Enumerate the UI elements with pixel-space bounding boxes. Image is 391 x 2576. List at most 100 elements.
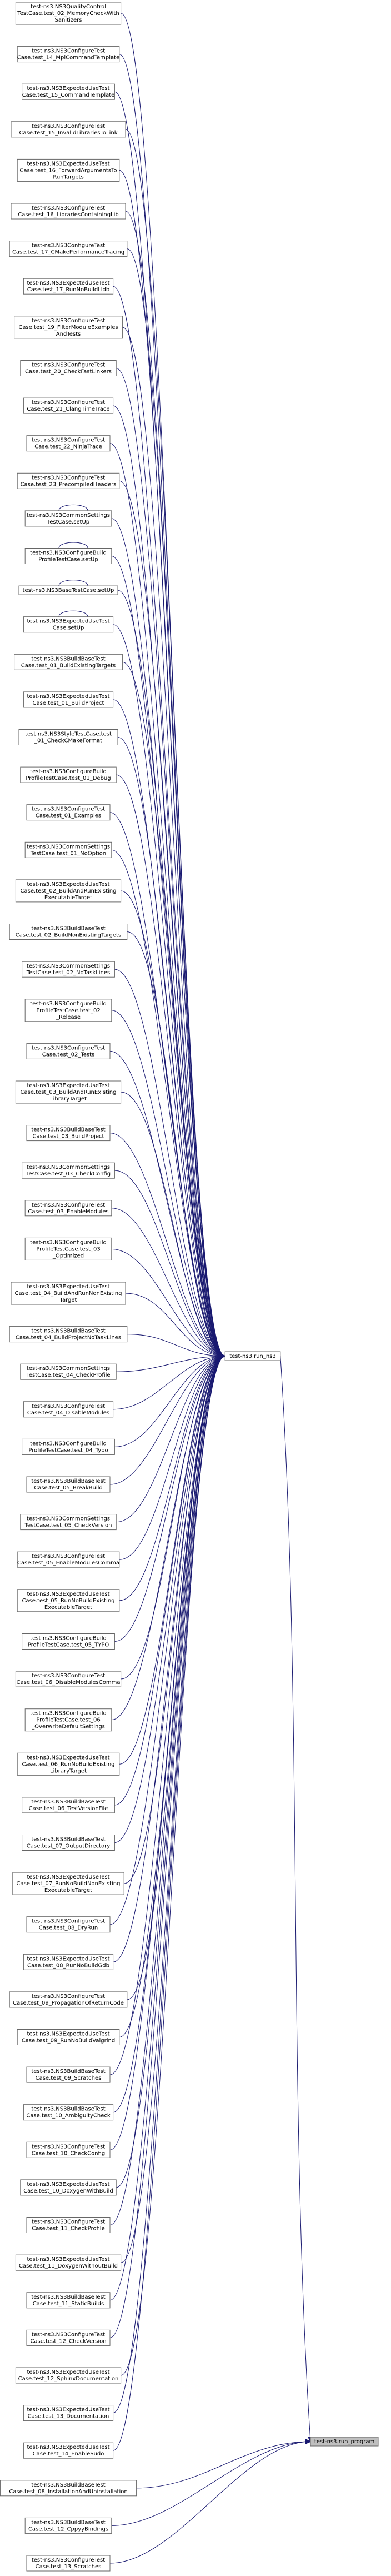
caller-node-box[interactable] [17,46,120,63]
caller-node[interactable]: test-ns3.NS3ConfigureBuildProfileTestCas… [24,999,112,1022]
caller-node-box[interactable] [26,2141,111,2158]
caller-node[interactable]: test-ns3.NS3ConfigureTestCase.test_05_En… [17,1551,120,1568]
caller-node[interactable]: test-ns3.NS3ExpectedUseTestCase.test_07_… [12,1872,124,1895]
caller-node[interactable]: test-ns3.NS3BuildBaseTestCase.test_07_Ou… [22,1835,115,1851]
caller-node-box[interactable] [9,1991,128,2008]
caller-node-box[interactable] [15,1671,122,1687]
caller-node[interactable]: test-ns3.NS3BuildBaseTestCase.test_10_Am… [23,2104,114,2121]
caller-node-box[interactable] [23,2405,114,2421]
caller-node-box[interactable] [15,879,122,903]
caller-node[interactable]: test-ns3.NS3ExpectedUseTestCase.test_04_… [11,1282,126,1305]
caller-node[interactable]: test-ns3.NS3ConfigureTestCase.test_02_Te… [26,1043,111,1059]
caller-node-box[interactable] [15,2367,122,2384]
caller-node-box[interactable] [14,316,123,339]
node-run_ns3[interactable]: test-ns3.run_ns3 [224,1351,281,1361]
caller-node[interactable]: test-ns3.NS3BaseTestCase.setUp [18,585,118,595]
caller-node[interactable]: test-ns3.NS3ExpectedUseTestCase.test_01_… [23,691,114,708]
caller-node-box[interactable] [22,961,115,978]
caller-node-box[interactable] [9,1326,128,1343]
caller-node[interactable]: test-ns3.NS3ExpectedUseTestCase.test_12_… [15,2367,122,2384]
caller-node-box[interactable] [23,2104,114,2121]
caller-node[interactable]: test-ns3.NS3StyleTestCase.test_01_CheckC… [18,729,118,745]
caller-node[interactable]: test-ns3.NS3ExpectedUseTestCase.test_02_… [15,879,122,903]
caller-node-box[interactable] [11,1282,126,1305]
caller-node-box[interactable] [22,1162,115,1179]
caller-node[interactable]: test-ns3.NS3ConfigureTestCase.test_20_Ch… [20,360,117,376]
caller-node-box[interactable] [15,2,122,25]
caller-node[interactable]: test-ns3.NS3ConfigureBuildProfileTestCas… [20,766,117,783]
caller-node-box[interactable] [20,360,117,376]
caller-node[interactable]: test-ns3.NS3BuildBaseTestCase.test_08_In… [0,2480,137,2497]
caller-node-box[interactable] [11,121,126,138]
caller-node[interactable]: test-ns3.NS3ConfigureTestCase.test_04_Di… [23,1401,114,1418]
caller-node-box[interactable] [18,585,118,595]
caller-node-box[interactable] [26,2066,111,2083]
caller-node[interactable]: test-ns3.NS3ExpectedUseTestCase.test_08_… [23,1954,114,1970]
caller-node[interactable]: test-ns3.NS3ConfigureTestCase.test_17_CM… [9,241,128,257]
caller-node[interactable]: test-ns3.NS3BuildBaseTestCase.test_01_Bu… [14,654,123,670]
caller-node[interactable]: test-ns3.NS3CommonSettingsTestCase.test_… [24,841,112,858]
caller-node[interactable]: test-ns3.NS3ExpectedUseTestCase.test_16_… [17,158,120,182]
caller-node[interactable]: test-ns3.NS3ExpectedUseTestCase.test_06_… [17,1752,120,1776]
caller-node-box[interactable] [23,278,114,295]
caller-node-box[interactable] [24,1200,112,1217]
caller-node-box[interactable] [9,241,128,257]
caller-node[interactable]: test-ns3.NS3ExpectedUseTestCase.test_17_… [23,278,114,295]
caller-node-box[interactable] [22,83,115,100]
caller-node-box[interactable] [11,203,126,220]
caller-node-box[interactable] [24,841,112,858]
caller-node[interactable]: test-ns3.NS3ExpectedUseTestCase.test_14_… [23,2442,114,2459]
caller-node[interactable]: test-ns3.NS3ConfigureBuildProfileTestCas… [22,1633,115,1650]
caller-node[interactable]: test-ns3.NS3ExpectedUseTestCase.test_09_… [17,2029,120,2045]
caller-node[interactable]: test-ns3.NS3ConfigureTestCase.test_10_Ch… [26,2141,111,2158]
caller-node[interactable]: test-ns3.NS3ConfigureTestCase.test_22_Ni… [26,435,111,452]
caller-node-box[interactable] [20,1514,117,1531]
caller-node-box[interactable] [15,1080,122,1104]
caller-node[interactable]: test-ns3.NS3ConfigureTestCase.test_03_En… [24,1200,112,1217]
caller-node[interactable]: test-ns3.NS3BuildBaseTestCase.test_09_Sc… [26,2066,111,2083]
caller-node-box[interactable] [23,616,114,633]
caller-node[interactable]: test-ns3.NS3ConfigureTestCase.test_12_Ch… [26,2329,111,2346]
caller-node[interactable]: test-ns3.NS3ConfigureTestCase.test_08_Dr… [26,1916,111,1933]
caller-node[interactable]: test-ns3.NS3ConfigureTestCase.test_23_Pr… [17,472,120,489]
caller-node[interactable]: test-ns3.NS3ConfigureTestCase.test_15_In… [11,121,126,138]
caller-node[interactable]: test-ns3.NS3BuildBaseTestCase.test_02_Bu… [9,924,128,940]
caller-node-box[interactable] [26,435,111,452]
caller-node[interactable]: test-ns3.NS3CommonSettingsTestCase.test_… [22,961,115,978]
caller-node-box[interactable] [24,1708,112,1732]
caller-node[interactable]: test-ns3.NS3ConfigureTestCase.test_16_Li… [11,203,126,220]
caller-node-box[interactable] [26,2292,111,2309]
caller-node-box[interactable] [24,548,112,564]
caller-node[interactable]: test-ns3.NS3ConfigureTestCase.test_19_Fi… [14,316,123,339]
caller-node[interactable]: test-ns3.NS3ConfigureBuildProfileTestCas… [24,1237,112,1260]
node-run_ns3-box[interactable] [224,1351,281,1361]
caller-node-box[interactable] [23,397,114,414]
caller-node[interactable]: test-ns3.NS3ConfigureTestCase.test_13_Sc… [26,2555,111,2572]
caller-node-box[interactable] [17,472,120,489]
caller-node-box[interactable] [22,1633,115,1650]
caller-node[interactable]: test-ns3.NS3CommonSettingsTestCase.test_… [20,1363,117,1380]
caller-node-box[interactable] [22,1797,115,1813]
caller-node-box[interactable] [18,729,118,745]
caller-node-box[interactable] [17,2029,120,2045]
caller-node[interactable]: test-ns3.NS3BuildBaseTestCase.test_05_Br… [26,1476,111,1493]
caller-node-box[interactable] [23,691,114,708]
caller-node[interactable]: test-ns3.NS3QualityControlTestCase.test_… [15,2,122,25]
caller-node-box[interactable] [26,1476,111,1493]
caller-node-box[interactable] [24,1237,112,1260]
caller-node[interactable]: test-ns3.NS3ConfigureBuildProfileTestCas… [24,548,112,564]
caller-node[interactable]: test-ns3.NS3ConfigureTestCase.test_14_Mp… [17,46,120,63]
caller-node-box[interactable] [23,2442,114,2459]
caller-node-box[interactable] [26,1916,111,1933]
caller-node[interactable]: test-ns3.NS3ConfigureTestCase.test_06_Di… [15,1671,122,1687]
caller-node[interactable]: test-ns3.NS3ConfigureBuildProfileTestCas… [24,1708,112,1732]
caller-node-box[interactable] [23,1954,114,1970]
caller-node-box[interactable] [20,2179,117,2196]
caller-node[interactable]: test-ns3.NS3ExpectedUseTestCase.test_15_… [22,83,115,100]
caller-node-box[interactable] [26,1043,111,1059]
caller-node-box[interactable] [20,766,117,783]
caller-node-box[interactable] [26,2217,111,2233]
caller-node-box[interactable] [12,1872,124,1895]
